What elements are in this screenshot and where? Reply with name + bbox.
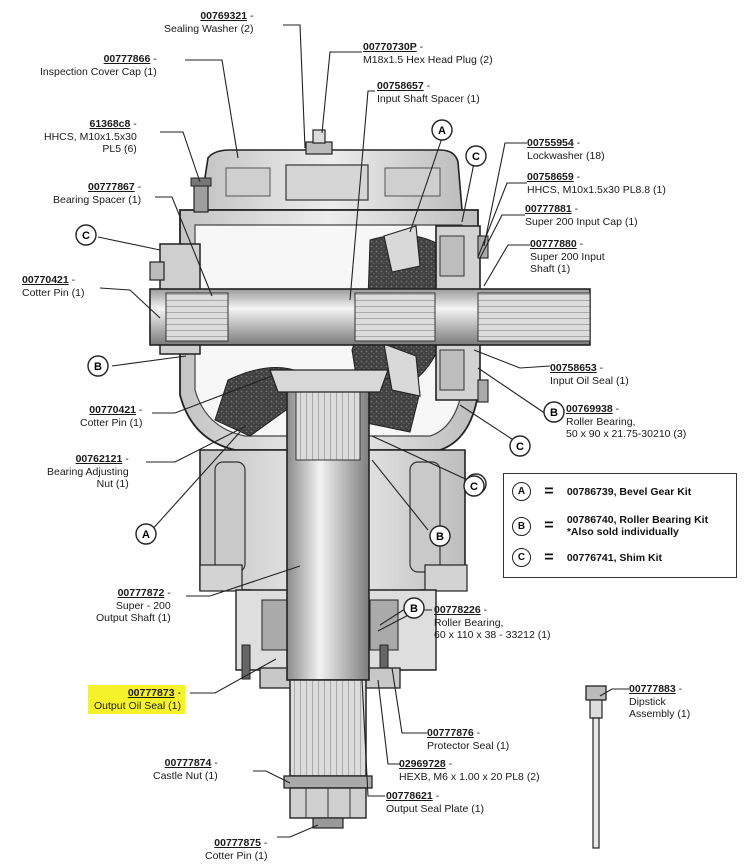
kit-marker-b: B bbox=[403, 597, 425, 619]
callout-hhcs-m10-pl88: 00758659 - HHCS, M10x1.5x30 PL8.8 (1) bbox=[527, 171, 666, 196]
kit-marker-c: C bbox=[75, 224, 97, 246]
kit-markers: AABBBBBCCCC bbox=[75, 119, 565, 619]
callout-protector-seal: 00777876 - Protector Seal (1) bbox=[427, 727, 510, 752]
svg-text:A: A bbox=[142, 529, 150, 541]
callout-inspection-cover-cap: 00777866 - Inspection Cover Cap (1) bbox=[40, 53, 157, 78]
callout-output-shaft: 00777872 - Super - 200 Output Shaft (1) bbox=[96, 587, 171, 624]
kit-marker-b: B bbox=[429, 525, 451, 547]
svg-text:C: C bbox=[472, 151, 480, 163]
callout-cotter-pin-upper: 00770421 - Cotter Pin (1) bbox=[22, 274, 85, 299]
svg-text:B: B bbox=[410, 603, 418, 615]
legend-row-bevel-gear-kit: A = 00786739, Bevel Gear Kit bbox=[512, 482, 691, 501]
kit-marker-c: C bbox=[509, 435, 531, 457]
svg-text:C: C bbox=[470, 481, 478, 493]
dipstick bbox=[585, 685, 607, 849]
svg-text:C: C bbox=[516, 441, 524, 453]
legend-row-roller-bearing-kit: B = 00786740, Roller Bearing Kit*Also so… bbox=[512, 514, 708, 538]
kit-marker-a: A bbox=[135, 523, 157, 545]
callout-cotter-pin-bottom: 00777875 - Cotter Pin (1) bbox=[205, 837, 268, 862]
callout-output-seal-plate: 00778621 - Output Seal Plate (1) bbox=[386, 790, 485, 815]
legend-marker-a: A bbox=[512, 482, 531, 501]
kit-legend: A = 00786739, Bevel Gear Kit B = 0078674… bbox=[503, 473, 737, 578]
svg-text:B: B bbox=[550, 407, 558, 419]
callout-bearing-spacer: 00777867 - Bearing Spacer (1) bbox=[53, 181, 142, 206]
svg-text:B: B bbox=[94, 361, 102, 373]
legend-row-shim-kit: C = 00776741, Shim Kit bbox=[512, 548, 662, 567]
kit-marker-a: A bbox=[431, 119, 453, 141]
kit-marker-b: B bbox=[87, 355, 109, 377]
callout-hhcs-m10-pl5: 61368c8 - HHCS, M10x1.5x30 PL5 (6) bbox=[44, 118, 137, 155]
svg-text:A: A bbox=[438, 125, 446, 137]
legend-marker-b: B bbox=[512, 516, 531, 536]
callout-castle-nut: 00777874 - Castle Nut (1) bbox=[153, 757, 218, 782]
leader-lines bbox=[97, 24, 629, 838]
callout-input-oil-seal: 00758653 - Input Oil Seal (1) bbox=[550, 362, 629, 387]
callout-output-oil-seal: 00777873 - Output Oil Seal (1) bbox=[88, 685, 185, 714]
gearbox-housing bbox=[149, 129, 591, 829]
kit-marker-b: B bbox=[543, 401, 565, 423]
callout-bearing-adjusting-nut: 00762121 - Bearing Adjusting Nut (1) bbox=[47, 453, 129, 490]
callout-hexb-m6: 02969728 - HEXB, M6 x 1.00 x 20 PL8 (2) bbox=[399, 758, 540, 783]
callout-roller-bearing-upper: 00769938 - Roller Bearing, 50 x 90 x 21.… bbox=[566, 403, 687, 440]
callout-hex-head-plug: 00770730P - M18x1.5 Hex Head Plug (2) bbox=[363, 41, 493, 66]
svg-text:C: C bbox=[82, 230, 90, 242]
callout-input-shaft-spacer: 00758657 - Input Shaft Spacer (1) bbox=[377, 80, 480, 105]
kit-marker-c: C bbox=[463, 475, 485, 497]
callout-lockwasher: 00755954 - Lockwasher (18) bbox=[527, 137, 605, 162]
callout-input-shaft: 00777880 - Super 200 Input Shaft (1) bbox=[530, 238, 605, 275]
callout-dipstick-assembly: 00777883 - Dipstick Assembly (1) bbox=[629, 683, 691, 720]
callout-roller-bearing-lower: 00778226 - Roller Bearing, 60 x 110 x 38… bbox=[434, 604, 551, 641]
kit-marker-c: C bbox=[465, 145, 487, 167]
legend-marker-c: C bbox=[512, 548, 531, 567]
callout-input-cap: 00777881 - Super 200 Input Cap (1) bbox=[525, 203, 638, 228]
svg-text:B: B bbox=[436, 531, 444, 543]
callout-sealing-washer: 00769321 - Sealing Washer (2) bbox=[164, 10, 254, 35]
callout-cotter-pin-lower: 00770421 - Cotter Pin (1) bbox=[80, 404, 143, 429]
